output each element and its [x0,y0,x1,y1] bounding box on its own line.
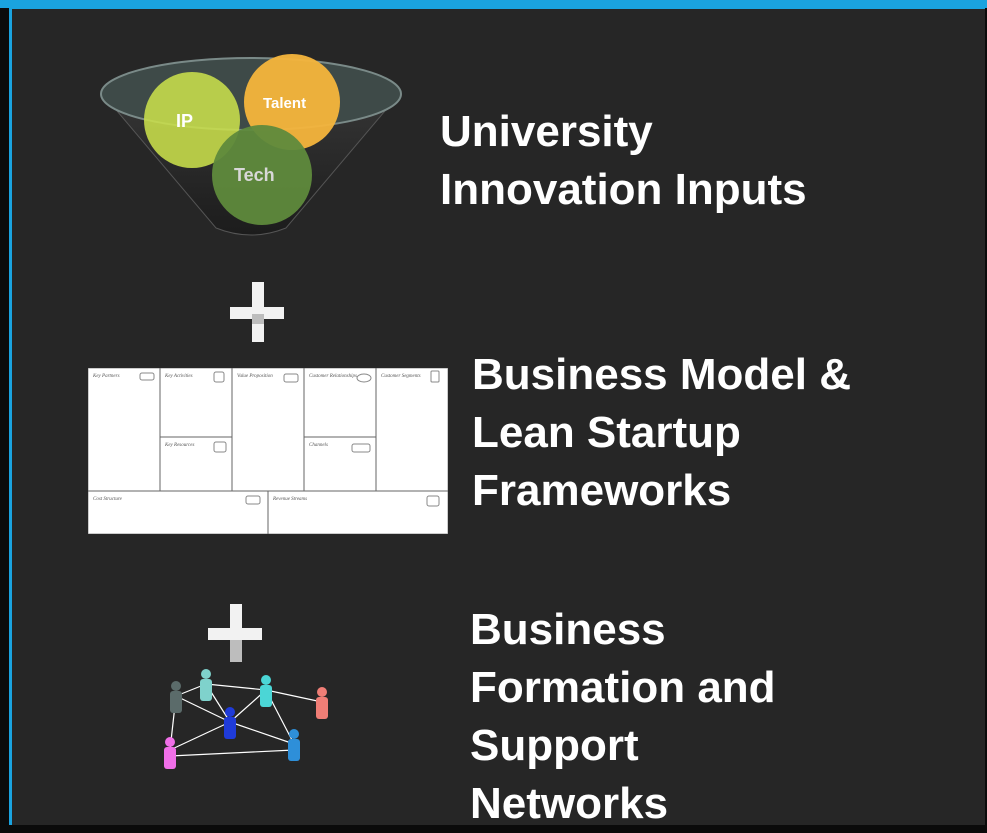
section2-heading-line: Business Model & [472,350,851,399]
canvas-key-activities: Key Activities [164,374,193,379]
tech-circle [212,125,312,225]
canvas-customer-segments: Customer Segments [381,374,421,379]
section3-heading: Business Formation and Support Networks [470,601,776,833]
section3-heading-line: Support [470,721,639,770]
person-icon [260,675,272,707]
plus-icon [230,282,284,342]
person-icon [164,737,176,769]
section3-heading-line: Formation and [470,663,776,712]
ip-circle [144,72,240,168]
canvas-revenue-streams: Revenue Streams [272,497,307,502]
plus-icon [208,604,262,662]
person-icon [170,681,182,713]
section2-heading: Business Model & Lean Startup Frameworks [472,346,851,520]
section1-heading: University Innovation Inputs [440,103,807,219]
section1-heading-line: Innovation Inputs [440,165,807,214]
canvas-key-partners: Key Partners [92,374,120,379]
business-model-canvas-icon: Key Partners Key Activities Key Resource… [88,368,448,534]
section3-heading-line: Networks [470,779,669,828]
person-icon [200,669,212,701]
person-icon [316,687,328,719]
tech-label: Tech [234,165,275,185]
ip-label: IP [176,111,193,131]
person-icon [224,707,236,739]
section2-heading-line: Frameworks [472,466,732,515]
network-icon [164,669,328,769]
canvas-cost-structure: Cost Structure [93,497,123,502]
canvas-key-resources: Key Resources [164,443,194,448]
top-banner [0,0,987,8]
section1-heading-line: University [440,107,653,156]
section3-heading-line: Business [470,605,666,654]
canvas-value-proposition: Value Proposition [237,374,273,379]
talent-label: Talent [263,95,306,112]
funnel-icon: IP Talent Tech [100,54,402,236]
person-icon [288,729,300,761]
canvas-channels: Channels [309,443,328,448]
canvas-customer-relationships: Customer Relationships [309,374,357,379]
section2-heading-line: Lean Startup [472,408,741,457]
